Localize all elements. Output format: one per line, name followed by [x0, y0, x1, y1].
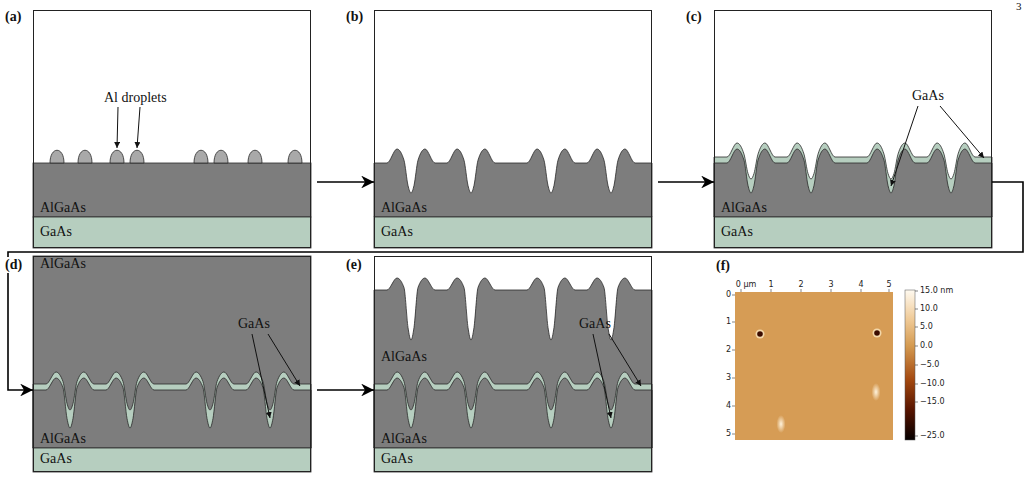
- material-layer: AlGaAs: [375, 163, 651, 217]
- leader-line: [593, 334, 611, 418]
- layer-shape: [374, 448, 652, 472]
- layer-label: GaAs: [40, 451, 72, 467]
- panel-letter: (f): [714, 258, 732, 274]
- callout-label: GaAs: [912, 88, 944, 104]
- layer-label: GaAs: [721, 224, 753, 240]
- layer-shape: [714, 217, 992, 248]
- leader-line: [891, 106, 918, 186]
- colorbar-label: 15.0 nm: [920, 286, 953, 296]
- afm-image: [732, 289, 918, 440]
- colorbar-label: −10.0: [920, 379, 945, 389]
- panel-letter: (c): [684, 9, 704, 25]
- al-droplet: [110, 150, 124, 163]
- layer-label: AlGaAs: [381, 349, 427, 365]
- algaas-layer-shape: [714, 149, 992, 217]
- figure-panel: (d)AlGaAsAlGaAsGaAs: [33, 256, 311, 472]
- axis-tick-label: 3: [726, 373, 731, 383]
- material-layer: AlGaAs: [34, 256, 310, 366]
- colorbar-label: −25.0: [920, 431, 945, 441]
- algaas-layer-shape: [374, 149, 652, 217]
- process-arrow: [8, 182, 1023, 390]
- layer-label: AlGaAs: [40, 256, 86, 272]
- layer-shape: [374, 217, 652, 248]
- axis-tick-label: 0 µm: [736, 280, 757, 290]
- colorbar-label: 10.0: [920, 304, 938, 314]
- panel-letter: (d): [3, 257, 24, 273]
- panel-letter: (a): [3, 9, 23, 25]
- layer-label: AlGaAs: [40, 431, 86, 447]
- callout-label: GaAs: [579, 316, 611, 332]
- axis-tick-label: 3: [828, 280, 833, 290]
- algaas-layer-shape: [374, 278, 652, 448]
- material-layer: GaAs: [715, 217, 991, 247]
- leader-line: [137, 107, 140, 148]
- figure-panel: (e)AlGaAsAlGaAsGaAs: [374, 256, 652, 472]
- layer-label: AlGaAs: [40, 200, 86, 216]
- leader-line: [117, 107, 118, 148]
- axis-tick-label: 1: [726, 317, 731, 327]
- al-droplet: [50, 150, 64, 163]
- layer-label: GaAs: [381, 224, 413, 240]
- leader-line: [252, 334, 270, 418]
- gaas-layer-shape: [374, 372, 652, 448]
- process-arrow: [317, 181, 374, 183]
- material-layer: GaAs: [375, 217, 651, 247]
- material-layer: AlGaAs: [715, 163, 991, 217]
- leader-line: [609, 334, 641, 386]
- material-layer: AlGaAs: [34, 390, 310, 448]
- axis-tick-label: 4: [726, 401, 731, 411]
- gaas-layer-shape: [33, 372, 311, 448]
- colorbar-label: −15.0: [920, 397, 945, 407]
- al-droplet: [78, 150, 92, 163]
- colorbar-label: −5.0: [920, 360, 939, 370]
- axis-tick-label: 4: [858, 280, 863, 290]
- colorbar-label: 5.0: [920, 322, 933, 332]
- process-arrow: [317, 389, 374, 391]
- layer-label: GaAs: [381, 451, 413, 467]
- leader-line: [940, 106, 984, 158]
- page-number: 3: [1016, 0, 1022, 12]
- al-droplet: [194, 150, 208, 163]
- callout-label: Al droplets: [104, 90, 167, 106]
- material-layer: AlGaAs: [34, 163, 310, 217]
- gaas-layer-shape: [714, 143, 992, 217]
- axis-tick-label: 2: [726, 345, 731, 355]
- al-droplet: [214, 150, 228, 163]
- panel-letter: (b): [344, 9, 365, 25]
- material-layer: GaAs: [34, 448, 310, 471]
- material-layer: AlGaAs: [375, 390, 651, 448]
- layer-label: AlGaAs: [381, 431, 427, 447]
- al-droplet: [288, 150, 302, 163]
- process-arrow: [658, 181, 714, 183]
- layer-label: AlGaAs: [381, 200, 427, 216]
- figure-panel: (a)AlGaAsGaAs: [33, 10, 311, 248]
- figure-panel: (c)AlGaAsGaAs: [714, 10, 992, 248]
- layer-label: AlGaAs: [721, 200, 767, 216]
- leader-line: [268, 334, 300, 386]
- layer-shape: [33, 256, 311, 448]
- layer-shape: [33, 448, 311, 472]
- axis-tick-label: 5: [886, 280, 891, 290]
- axis-tick-label: 5: [726, 429, 731, 439]
- colorbar-label: 0.0: [920, 341, 933, 351]
- figure-panel: (f): [714, 256, 1014, 472]
- al-droplet: [130, 150, 144, 163]
- axis-tick-label: 1: [768, 280, 773, 290]
- al-droplet: [248, 150, 262, 163]
- layer-shape: [33, 217, 311, 248]
- figure-panel: (b)AlGaAsGaAs: [374, 10, 652, 248]
- panel-letter: (e): [344, 257, 364, 273]
- axis-tick-label: 2: [798, 280, 803, 290]
- material-layer: GaAs: [375, 448, 651, 471]
- material-layer: GaAs: [34, 217, 310, 247]
- layer-shape: [33, 163, 311, 217]
- axis-tick-label: 0: [726, 290, 731, 300]
- color-bar: [905, 290, 915, 440]
- layer-label: GaAs: [40, 224, 72, 240]
- callout-label: GaAs: [238, 316, 270, 332]
